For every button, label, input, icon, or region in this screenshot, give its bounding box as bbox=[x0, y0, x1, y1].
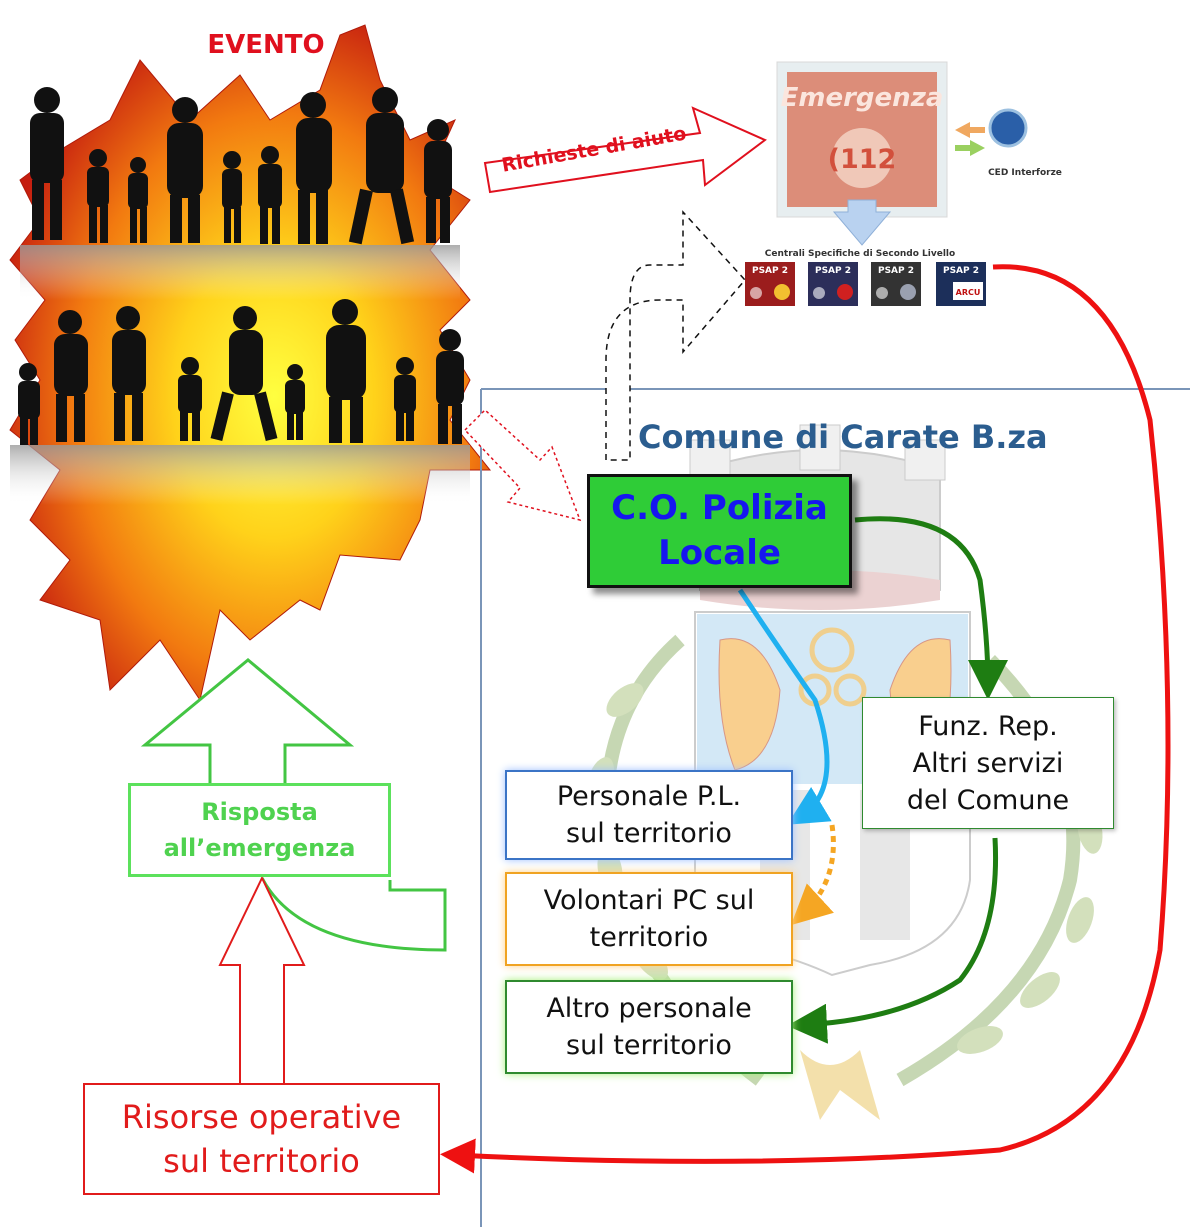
ced-logo-icon bbox=[988, 108, 1028, 148]
psap-sub-label: ARCU bbox=[956, 288, 981, 297]
personale-pl-box[interactable]: Personale P.L. sul territorio bbox=[505, 770, 793, 860]
risorse-operative-box[interactable]: Risorse operative sul territorio bbox=[83, 1083, 440, 1195]
funz-to-altro-arrow bbox=[787, 837, 999, 1044]
psap-card: PSAP 2 bbox=[871, 262, 921, 306]
co-to-funz-arrow bbox=[854, 516, 1008, 700]
volontari-label: Volontari PC sul territorio bbox=[543, 885, 755, 953]
second-level-down-arrow-icon bbox=[832, 199, 892, 246]
ced-arrow-right-icon bbox=[955, 140, 985, 156]
crowd-reflection-bottom bbox=[10, 445, 470, 505]
co-to-personale-arrow bbox=[737, 588, 832, 825]
psap-card: PSAP 2 bbox=[745, 262, 795, 306]
emergenza-number: (112 bbox=[828, 144, 897, 175]
ced-label: CED Interforze bbox=[988, 168, 1062, 178]
psap-label: PSAP 2 bbox=[878, 266, 914, 276]
psap-label: PSAP 2 bbox=[752, 266, 788, 276]
altro-personale-box[interactable]: Altro personale sul territorio bbox=[505, 980, 793, 1074]
co-to-emergency-dashed-arrow bbox=[605, 210, 747, 461]
emergenza-112-circle bbox=[832, 128, 892, 188]
risposta-label: Risposta all’emergenza bbox=[163, 798, 356, 862]
emergenza-title: Emergenza bbox=[781, 83, 944, 113]
crowd-silhouettes-bottom bbox=[18, 299, 464, 445]
psap-to-risorse-arrow bbox=[440, 264, 1171, 1174]
richieste-arrow bbox=[483, 106, 767, 194]
ced-arrow-left-icon bbox=[955, 122, 985, 138]
risposta-up-arrow bbox=[140, 658, 355, 783]
psap-label: PSAP 2 bbox=[815, 266, 851, 276]
altro-personale-label: Altro personale sul territorio bbox=[546, 993, 752, 1061]
comune-title: Comune di Carate B.za bbox=[638, 418, 1048, 456]
psap-card: PSAP 2 ARCU bbox=[936, 262, 986, 306]
crowd-reflection-top bbox=[20, 245, 460, 300]
psap-card: PSAP 2 bbox=[808, 262, 858, 306]
volontari-box[interactable]: Volontari PC sul territorio bbox=[505, 872, 793, 966]
funz-rep-label: Funz. Rep. Altri servizi del Comune bbox=[906, 710, 1070, 816]
risposta-box[interactable]: Risposta all’emergenza bbox=[128, 783, 391, 877]
evento-label: EVENTO bbox=[207, 30, 325, 60]
crowd-silhouettes-top bbox=[30, 87, 452, 245]
risorse-operative-label: Risorse operative sul territorio bbox=[121, 1098, 402, 1180]
risorse-to-risposta-arrow bbox=[218, 875, 306, 1083]
funz-rep-box[interactable]: Funz. Rep. Altri servizi del Comune bbox=[862, 697, 1114, 829]
co-polizia-locale-box[interactable]: C.O. Polizia Locale bbox=[587, 474, 852, 588]
personale-pl-label: Personale P.L. sul territorio bbox=[556, 781, 742, 849]
co-polizia-locale-label: C.O. Polizia Locale bbox=[611, 488, 828, 573]
psap-label: PSAP 2 bbox=[943, 266, 979, 276]
event-to-co-dotted-arrow bbox=[463, 408, 582, 522]
co-to-volontari-arrow bbox=[790, 824, 836, 926]
second-level-title: Centrali Specifiche di Secondo Livello bbox=[765, 249, 955, 259]
risposta-curve bbox=[260, 877, 447, 952]
